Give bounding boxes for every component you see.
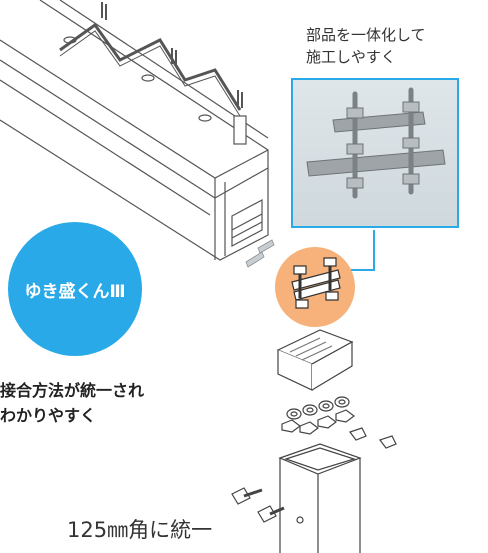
rail-beam-illustration	[0, 0, 269, 261]
bracket-photo-icon	[306, 87, 446, 199]
bracket-photo-panel	[291, 78, 459, 228]
note-line-2: わかりやすく	[0, 406, 97, 425]
callout-caption: 部品を一体化して 施工しやすく	[306, 24, 426, 68]
product-badge-label: ゆき盛くんⅢ	[24, 281, 126, 302]
callout-connector	[340, 230, 375, 271]
insert-arrows	[245, 239, 275, 268]
u-bracket-illustration	[276, 329, 354, 391]
joining-method-note: 接合方法が統一され わかりやすく	[0, 378, 144, 428]
bolt-bracket-icon	[291, 257, 341, 309]
callout-line-2: 施工しやすく	[306, 48, 396, 66]
note-line-1: 接合方法が統一され	[0, 381, 145, 400]
product-badge: ゆき盛くんⅢ	[8, 222, 142, 356]
callout-line-1: 部品を一体化して	[306, 26, 426, 44]
side-bolts-illustration	[231, 487, 285, 523]
square-post-illustration	[278, 443, 362, 553]
post-size-label: 125㎜角に統一	[67, 518, 213, 542]
nuts-washers-illustration	[281, 396, 397, 449]
